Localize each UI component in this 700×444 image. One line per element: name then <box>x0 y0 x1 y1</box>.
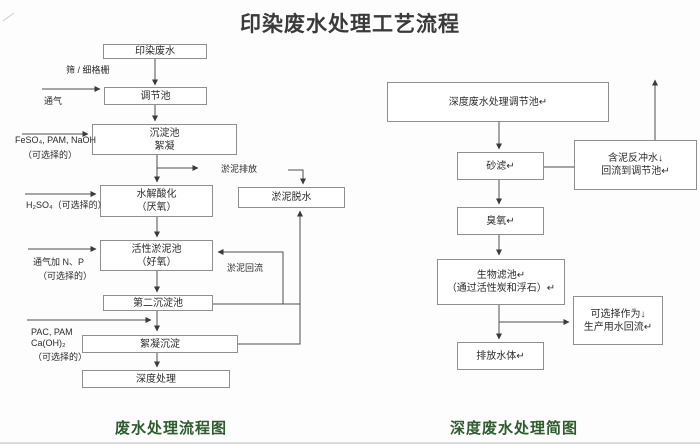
flow-box-influent: 印染废水 <box>103 44 207 59</box>
label-pac-line1: PAC, PAM <box>31 327 73 337</box>
label-np-line2: （可选择的） <box>38 271 93 281</box>
label-aeration: 通气 <box>44 96 63 106</box>
diagram-title: 印染废水处理工艺流程 <box>240 13 460 36</box>
flow-box-regulating-tank-label: 调节池 <box>140 90 171 102</box>
flow-box-reuse: 可选择作为↓ 生产用水回流↵ <box>573 296 663 345</box>
sludge-dewatering-label: 淤泥脱水 <box>271 192 312 203</box>
left-chart-caption: 废水处理流程图 <box>115 421 228 437</box>
label-feso4-line2: （可选择的） <box>23 150 78 160</box>
reuse-line1: 可选择作为↓ <box>590 308 646 320</box>
flow-box-ozone: 臭氧↵ <box>457 207 544 235</box>
flow-box-sedimentation: 沉淀池 絮凝 <box>92 124 237 155</box>
flow-box-flocculation-sedimentation: 絮凝沉淀 <box>82 335 238 353</box>
flow-box-advanced-treatment: 深度处理 <box>82 370 230 388</box>
label-h2so4: H₂SO₄（可选择的） <box>26 200 107 210</box>
backwash-line2: 回流到调节池↵ <box>601 166 670 177</box>
label-pac-line3: （可选择的） <box>33 352 88 362</box>
flow-box-hydrolysis: 水解酸化 （厌氧） <box>100 185 213 217</box>
flow-box-deep-regulating-tank: 深度废水处理调节池↵ <box>387 82 609 122</box>
activated-sludge-line2: （好氧） <box>136 256 177 268</box>
biofilter-line1: 生物滤池↵ <box>476 270 526 281</box>
label-feso4-line1: FeSO₄, PAM, NaOH <box>15 135 97 145</box>
label-np-line1: 通气加 N、P <box>33 257 85 267</box>
label-pac-line2: Ca(OH)₂ <box>31 338 66 348</box>
sand-filter-label: 砂滤↵ <box>486 160 515 172</box>
label-sludge-return: 淤泥回流 <box>227 263 264 273</box>
flow-box-discharge: 排放水体↵ <box>457 342 544 370</box>
flow-box-regulating-tank: 调节池 <box>104 87 207 105</box>
reuse-line2: 生产用水回流↵ <box>583 321 653 333</box>
discharge-label: 排放水体↵ <box>476 350 525 362</box>
flow-box-sludge-dewatering: 淤泥脱水 <box>238 187 345 208</box>
biofilter-line2: （通过活性炭和浮石）↵ <box>446 283 556 294</box>
flow-box-activated-sludge: 活性淤泥池 （好氧） <box>100 240 213 271</box>
label-screen: 筛 / 细格栅 <box>66 65 110 75</box>
sedimentation-line1: 沉淀池 <box>149 127 180 139</box>
flow-box-secondary-sedimentation: 第二沉淀池 <box>103 295 213 311</box>
image-bottom-edge <box>0 442 700 444</box>
sedimentation-line2: 絮凝 <box>154 140 175 152</box>
advanced-treatment-label: 深度处理 <box>136 373 176 385</box>
secondary-sedimentation-label: 第二沉淀池 <box>133 297 183 309</box>
backwash-line1: 含泥反冲水↓ <box>608 153 663 164</box>
hydrolysis-line2: （厌氧） <box>136 202 177 213</box>
flocculation-sedimentation-label: 絮凝沉淀 <box>140 338 180 350</box>
ozone-label: 臭氧↵ <box>486 215 515 227</box>
flow-box-backwash: 含泥反冲水↓ 回流到调节池↵ <box>574 140 697 190</box>
flow-box-sand-filter: 砂滤↵ <box>457 152 544 180</box>
label-sludge-discharge: 淤泥排放 <box>221 164 258 174</box>
flow-box-influent-label: 印染废水 <box>135 46 175 57</box>
right-chart-caption: 深度废水处理简图 <box>450 421 579 437</box>
flow-box-biofilter: 生物滤池↵ （通过活性炭和浮石）↵ <box>437 259 565 305</box>
deep-regulating-tank-label: 深度废水处理调节池↵ <box>448 96 548 108</box>
hydrolysis-line1: 水解酸化 <box>136 189 177 200</box>
activated-sludge-line1: 活性淤泥池 <box>131 243 182 255</box>
